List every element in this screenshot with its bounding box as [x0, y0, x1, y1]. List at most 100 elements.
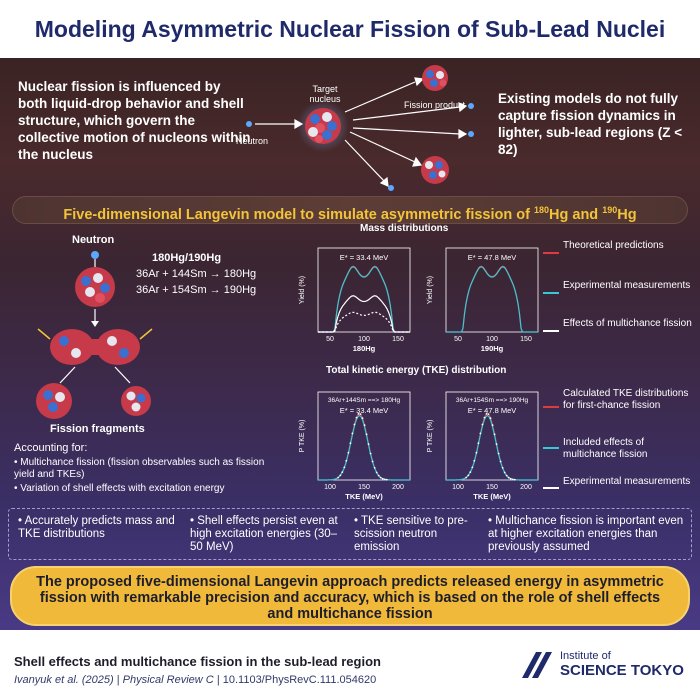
neutron-label: Neutron	[236, 136, 269, 146]
legend-tke-multi-label: Included effects of multichance fission	[563, 437, 648, 460]
reaction-label: 36Ar+144Sm ==> 180Hg	[328, 397, 401, 404]
science-tokyo-logo-icon	[522, 652, 552, 678]
fission-product-bottom	[421, 156, 449, 184]
tke-exp-point	[367, 443, 370, 445]
legend-tke-calc-swatch	[543, 406, 559, 408]
accounting-title: Accounting for:	[14, 442, 88, 454]
tke-exp-point	[505, 474, 508, 477]
tke-exp-point	[489, 417, 492, 419]
tke-exp-point	[503, 471, 506, 474]
tke-exp-point	[377, 474, 380, 477]
tke-exp-point	[487, 413, 490, 415]
reaction-1: 36Ar + 144Sm → 180Hg	[136, 268, 257, 280]
multichance-curve-dashed	[318, 311, 410, 333]
plot-frame	[317, 391, 411, 481]
energy-label: E* = 47.8 MeV	[468, 253, 517, 262]
tke-exp-point	[351, 432, 354, 435]
accounting-item-2: • Variation of shell effects with excita…	[14, 483, 225, 494]
product-arrow-top	[344, 81, 416, 113]
fragment-right	[121, 386, 151, 416]
x-tick-label: 150	[358, 484, 370, 491]
neutron-dot	[91, 251, 99, 259]
experimental-curve	[318, 266, 410, 333]
page-title: Modeling Asymmetric Nuclear Fission of S…	[0, 0, 700, 58]
legend-theory-label: Theoretical predictions	[563, 240, 664, 251]
tke-exp-point	[357, 413, 360, 415]
target-nucleus	[305, 108, 341, 144]
tke-exp-point	[379, 476, 382, 479]
tke-exp-point	[513, 478, 516, 481]
tke-exp-point	[345, 459, 348, 462]
mass-distributions-title: Mass distributions	[360, 223, 449, 234]
finding-4: • Multichance fission is important even …	[488, 515, 684, 553]
legend-exp-swatch	[543, 292, 559, 294]
plot-frame	[317, 247, 411, 333]
legend-multi-label: Effects of multichance fission	[563, 318, 692, 329]
tke-exp-point	[485, 413, 488, 415]
x-tick-label: 50	[454, 336, 462, 343]
footer-title: Shell effects and multichance fission in…	[14, 654, 381, 669]
tke-exp-point	[467, 474, 470, 477]
tke-title: Total kinetic energy (TKE) distribution	[326, 365, 507, 376]
tke-exp-point	[495, 443, 498, 445]
x-axis-label: 180Hg	[353, 344, 376, 353]
neutron-out-arrow-3	[344, 139, 386, 183]
neutron-out-arrow-2	[352, 127, 461, 135]
tke-exp-point	[371, 460, 374, 463]
legend-exp-label: Experimental measurements	[563, 280, 691, 291]
theoretical-curve	[446, 265, 538, 333]
intro-left-text: Nuclear fission is influenced by both li…	[18, 79, 251, 162]
tke-exp-point	[381, 477, 384, 480]
tke-exp-point	[339, 474, 342, 477]
tke-exp-point	[349, 442, 352, 445]
energy-label: E* = 47.8 MeV	[468, 406, 517, 415]
tke-exp-point	[341, 471, 344, 473]
deformed-nucleus	[50, 329, 140, 365]
tke-exp-point	[373, 467, 376, 469]
tke-exp-point	[509, 477, 512, 480]
neutron-title: Neutron	[72, 234, 115, 246]
intro-right-text: Existing models do not fully capture fis…	[498, 91, 683, 157]
tke-exp-point	[385, 478, 388, 481]
tke-exp-point	[359, 413, 362, 415]
x-tick-label: 100	[324, 484, 336, 491]
tke-exp-point	[507, 476, 510, 479]
x-tick-label: 200	[520, 484, 532, 491]
finding-1: • Accurately predicts mass and TKE distr…	[18, 515, 175, 540]
neutron-out-arrow-1	[352, 106, 461, 121]
tke-exp-point	[363, 424, 366, 427]
doi-link[interactable]: 10.1103/PhysRevC.111.054620	[222, 674, 377, 686]
footer-citation: Ivanyuk et al. (2025) | Physical Review …	[14, 674, 377, 686]
fission-product-label: Fission product	[404, 100, 466, 110]
energy-label: E* = 33.4 MeV	[340, 406, 389, 415]
tke-exp-point	[471, 466, 474, 469]
finding-2: • Shell effects persist even at high exc…	[190, 515, 338, 553]
x-axis-label: 190Hg	[481, 344, 504, 353]
legend-tke-exp-label: Experimental measurements	[563, 476, 691, 487]
reaction-label: 36Ar+154Sm ==> 190Hg	[456, 397, 529, 404]
reaction-2: 36Ar + 154Sm → 190Hg	[136, 284, 257, 296]
fission-product-top	[422, 65, 448, 91]
conclusion-text: The proposed five-dimensional Langevin a…	[36, 574, 664, 622]
tke-exp-point	[501, 467, 504, 469]
x-tick-label: 150	[486, 484, 498, 491]
tke-exp-point	[343, 466, 346, 469]
tke-exp-point	[353, 423, 356, 426]
tke-exp-point	[361, 417, 364, 419]
incoming-neutron	[246, 121, 252, 127]
legend-theory-swatch	[543, 252, 559, 254]
tke-exp-point	[347, 451, 350, 454]
x-tick-label: 100	[358, 336, 370, 343]
tke-exp-point	[497, 452, 500, 455]
tke-exp-point	[465, 476, 468, 479]
x-axis-label: TKE (MeV)	[473, 492, 511, 501]
tke-exp-point	[355, 416, 358, 419]
logo-text-line1: Institute of	[560, 650, 611, 662]
multichance-curve	[318, 295, 410, 333]
tke-exp-point	[473, 459, 476, 462]
findings-box	[8, 508, 692, 560]
tke-exp-point	[369, 452, 372, 455]
